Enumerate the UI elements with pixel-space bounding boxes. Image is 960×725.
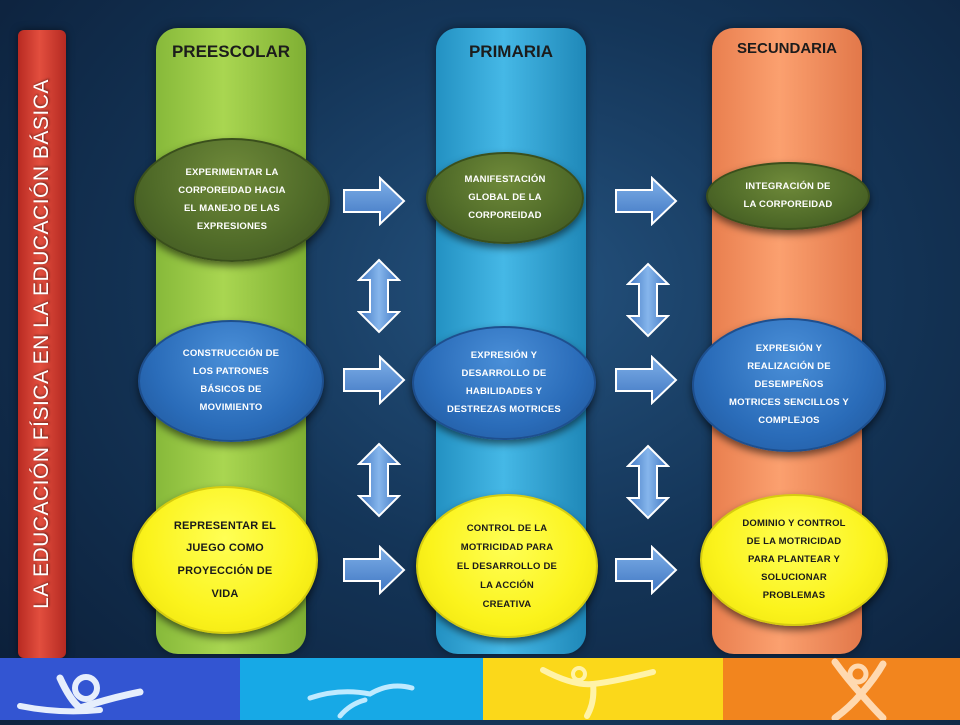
node-line: PARA PLANTEAR Y bbox=[747, 553, 841, 565]
strip-band-yellow bbox=[483, 658, 723, 720]
node-secundaria-row1: INTEGRACIÓN DE LA CORPOREIDAD bbox=[706, 162, 870, 230]
node-primaria-row1: MANIFESTACIÓN GLOBAL DE LA CORPOREIDAD bbox=[426, 152, 584, 244]
node-secundaria-row3: DOMINIO Y CONTROL DE LA MOTRICIDAD PARA … bbox=[700, 494, 888, 626]
node-line: CORPOREIDAD HACIA bbox=[178, 184, 286, 196]
node-secundaria-row2: EXPRESIÓN Y REALIZACIÓN DE DESEMPEÑOS MO… bbox=[692, 318, 886, 452]
node-line: SOLUCIONAR bbox=[761, 572, 827, 584]
arrow-right-icon bbox=[343, 176, 406, 226]
stick-figure-icon bbox=[17, 674, 144, 715]
strip-band-cyan bbox=[240, 658, 483, 720]
stick-figure-icon bbox=[540, 666, 656, 719]
node-line: EXPRESIÓN Y bbox=[755, 342, 823, 354]
column-title-primaria: PRIMARIA bbox=[468, 42, 554, 61]
double-arrow-vertical-icon bbox=[626, 262, 670, 338]
double-arrow-vertical-icon bbox=[357, 442, 401, 518]
node-line: EXPERIMENTAR LA bbox=[185, 166, 279, 178]
stick-figure-icon bbox=[307, 683, 415, 719]
node-preescolar-row1: EXPERIMENTAR LA CORPOREIDAD HACIA EL MAN… bbox=[134, 138, 330, 262]
node-line: HABILIDADES Y bbox=[465, 386, 543, 397]
arrow-right-icon bbox=[615, 176, 678, 226]
strip-band-blue bbox=[0, 658, 240, 720]
node-line: CREATIVA bbox=[482, 598, 532, 610]
node-line: COMPLEJOS bbox=[758, 415, 820, 427]
node-line: BÁSICOS DE bbox=[200, 384, 262, 395]
node-line: MANIFESTACIÓN bbox=[464, 173, 546, 185]
node-primaria-row2: EXPRESIÓN Y DESARROLLO DE HABILIDADES Y … bbox=[412, 326, 596, 440]
arrow-right-icon bbox=[615, 355, 678, 405]
node-line: PROYECCIÓN DE bbox=[177, 565, 273, 577]
column-title-preescolar: PREESCOLAR bbox=[171, 42, 291, 61]
double-arrow-vertical-icon bbox=[357, 258, 401, 334]
node-line: MOTRICES SENCILLOS Y bbox=[729, 397, 849, 409]
node-line: CORPOREIDAD bbox=[468, 210, 542, 222]
node-line: CONSTRUCCIÓN DE bbox=[182, 347, 280, 359]
node-line: EXPRESIÓN Y bbox=[470, 349, 538, 361]
arrow-right-icon bbox=[343, 545, 406, 595]
node-line: EL MANEJO DE LAS bbox=[184, 203, 280, 214]
node-line: LOS PATRONES bbox=[193, 365, 269, 377]
stick-figure-icon bbox=[831, 658, 887, 722]
node-line: DESTREZAS MOTRICES bbox=[447, 404, 561, 416]
node-line: JUEGO COMO bbox=[186, 542, 264, 555]
node-preescolar-row2: CONSTRUCCIÓN DE LOS PATRONES BÁSICOS DE … bbox=[138, 320, 324, 442]
node-line: CONTROL DE LA bbox=[466, 522, 548, 534]
double-arrow-vertical-icon bbox=[626, 444, 670, 520]
node-line: PROBLEMAS bbox=[762, 590, 826, 602]
node-line: VIDA bbox=[211, 587, 239, 600]
node-line: INTEGRACIÓN DE bbox=[745, 180, 831, 192]
arrow-right-icon bbox=[615, 545, 678, 595]
node-line: DOMINIO Y CONTROL bbox=[742, 517, 846, 529]
node-primaria-row3: CONTROL DE LA MOTRICIDAD PARA EL DESARRO… bbox=[416, 494, 598, 638]
node-line: REALIZACIÓN DE bbox=[747, 360, 831, 372]
node-line: LA ACCIÓN bbox=[480, 579, 534, 591]
node-line: EXPRESIONES bbox=[196, 221, 268, 233]
node-line: REPRESENTAR EL bbox=[173, 519, 277, 532]
node-line: DESEMPEÑOS bbox=[754, 378, 824, 390]
node-line: DE LA MOTRICIDAD bbox=[746, 535, 842, 547]
node-line: EL DESARROLLO DE bbox=[456, 560, 558, 572]
vertical-title: LA EDUCACIÓN FÍSICA EN LA EDUCACIÓN BÁSI… bbox=[30, 79, 53, 609]
node-line: MOVIMIENTO bbox=[199, 402, 263, 414]
node-preescolar-row3: REPRESENTAR EL JUEGO COMO PROYECCIÓN DE … bbox=[132, 486, 318, 634]
arrow-right-icon bbox=[343, 355, 406, 405]
vertical-title-banner: LA EDUCACIÓN FÍSICA EN LA EDUCACIÓN BÁSI… bbox=[18, 30, 66, 658]
column-title-secundaria: SECUNDARIA bbox=[736, 40, 837, 57]
node-line: GLOBAL DE LA bbox=[468, 191, 542, 203]
node-line: LA CORPOREIDAD bbox=[743, 199, 833, 210]
node-line: MOTRICIDAD PARA bbox=[460, 541, 554, 553]
bottom-color-strip bbox=[0, 658, 960, 722]
node-line: DESARROLLO DE bbox=[461, 367, 547, 379]
strip-band-orange bbox=[723, 658, 960, 722]
